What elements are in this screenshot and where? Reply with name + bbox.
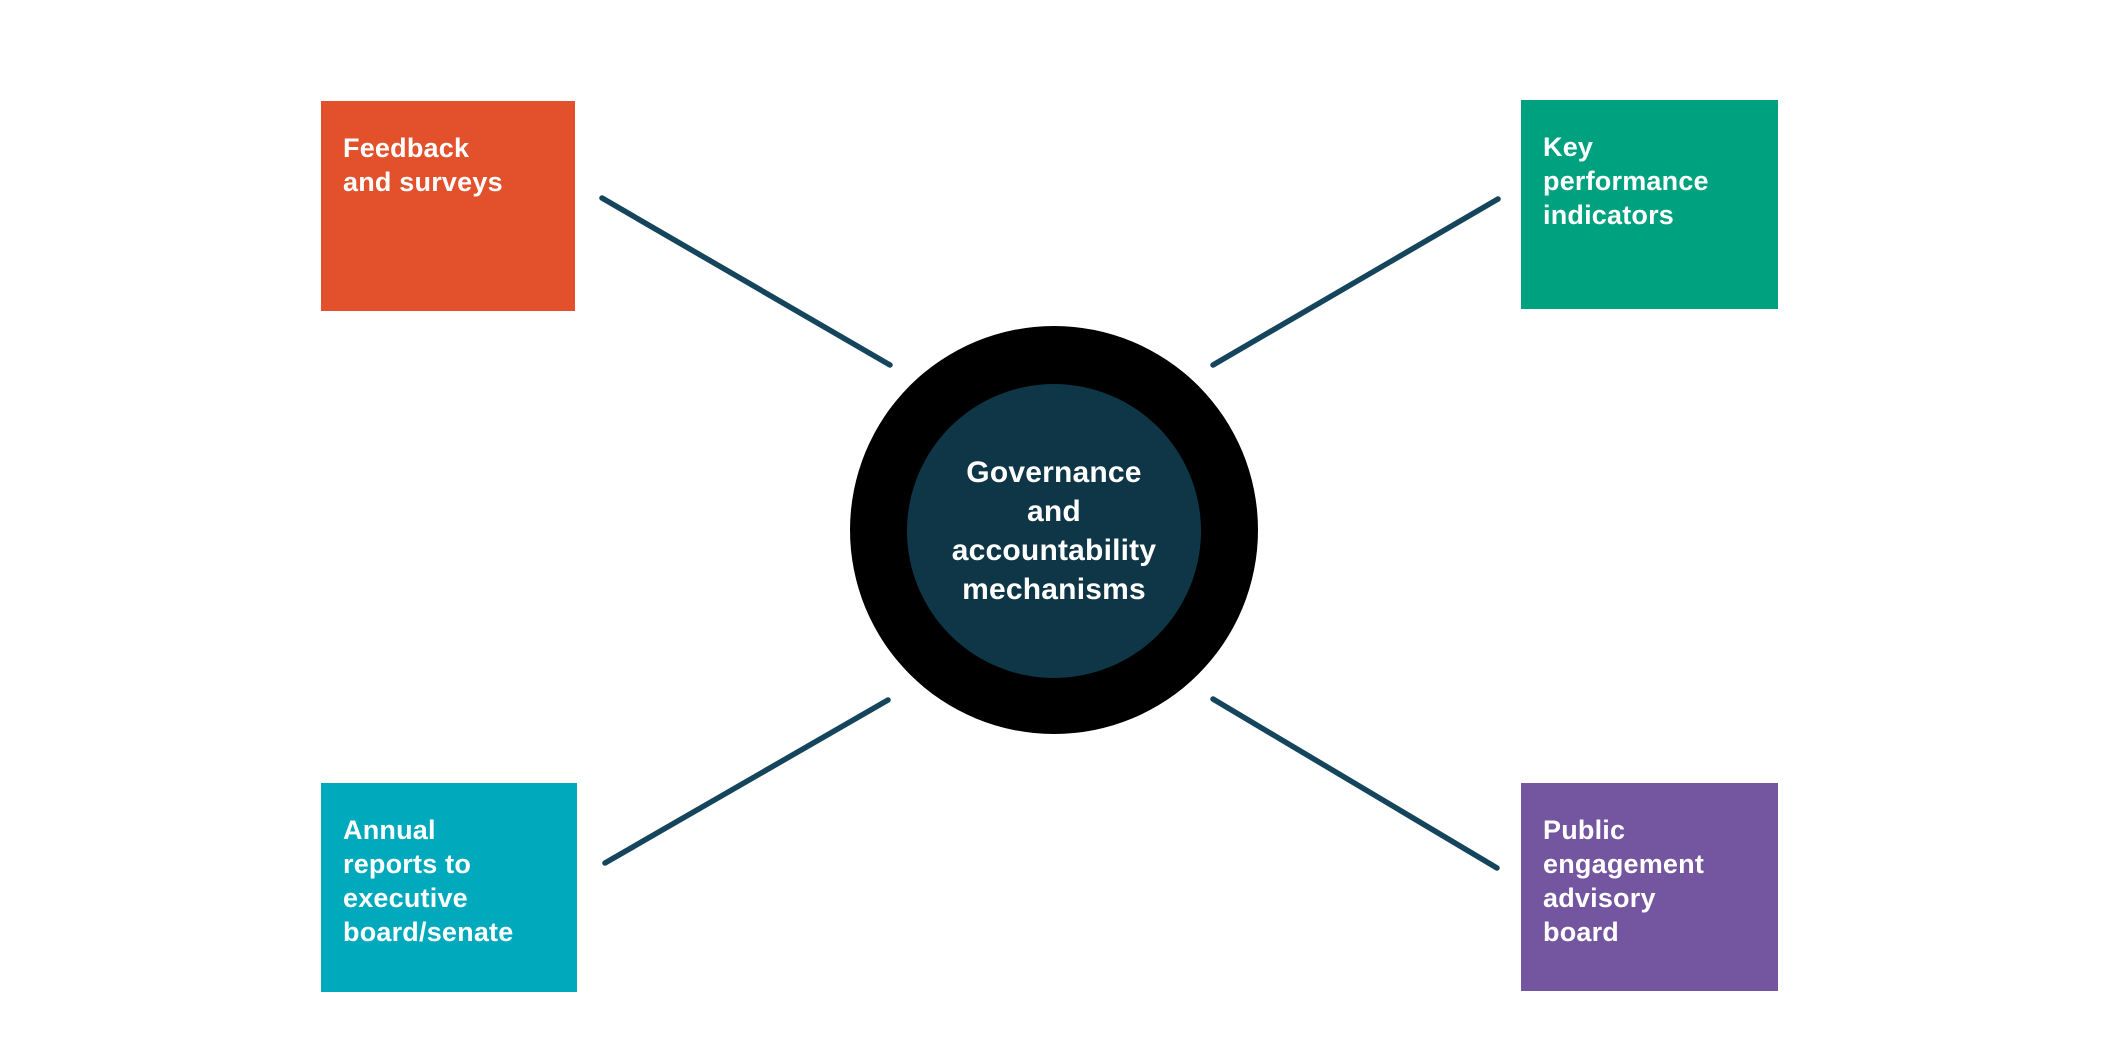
- center-label-line: accountability: [951, 534, 1157, 567]
- node-label-line: board: [1543, 917, 1620, 947]
- node-label-line: Annual: [343, 815, 436, 845]
- connector-bottom-right: [1210, 696, 1500, 871]
- connector-bottom-left: [602, 697, 891, 866]
- node-key-performance-indicators: Key performance indicators: [1521, 100, 1778, 309]
- center-node-label: Governance and accountability mechanisms: [952, 453, 1157, 609]
- node-annual-reports: Annual reports to executive board/senate: [321, 783, 577, 992]
- center-label-line: mechanisms: [962, 573, 1146, 606]
- center-node: Governance and accountability mechanisms: [907, 384, 1201, 678]
- node-label-line: Feedback: [343, 133, 470, 163]
- node-label-line: executive: [343, 883, 468, 913]
- connector-top-right: [1210, 196, 1501, 368]
- node-label-line: reports to: [343, 849, 472, 879]
- node-label-line: performance: [1543, 166, 1709, 196]
- node-label-line: advisory: [1543, 883, 1656, 913]
- node-label-line: Key: [1543, 132, 1594, 162]
- node-label-line: and surveys: [343, 167, 503, 197]
- center-label-line: Governance: [966, 456, 1142, 489]
- node-label-line: engagement: [1543, 849, 1705, 879]
- node-label-line: indicators: [1543, 200, 1675, 230]
- node-public-engagement-advisory-board: Public engagement advisory board: [1521, 783, 1778, 991]
- center-label-line: and: [1027, 495, 1081, 528]
- node-feedback-and-surveys: Feedback and surveys: [321, 101, 575, 311]
- connector-top-left: [599, 195, 893, 368]
- node-label-line: Public: [1543, 815, 1626, 845]
- node-label-line: board/senate: [343, 917, 514, 947]
